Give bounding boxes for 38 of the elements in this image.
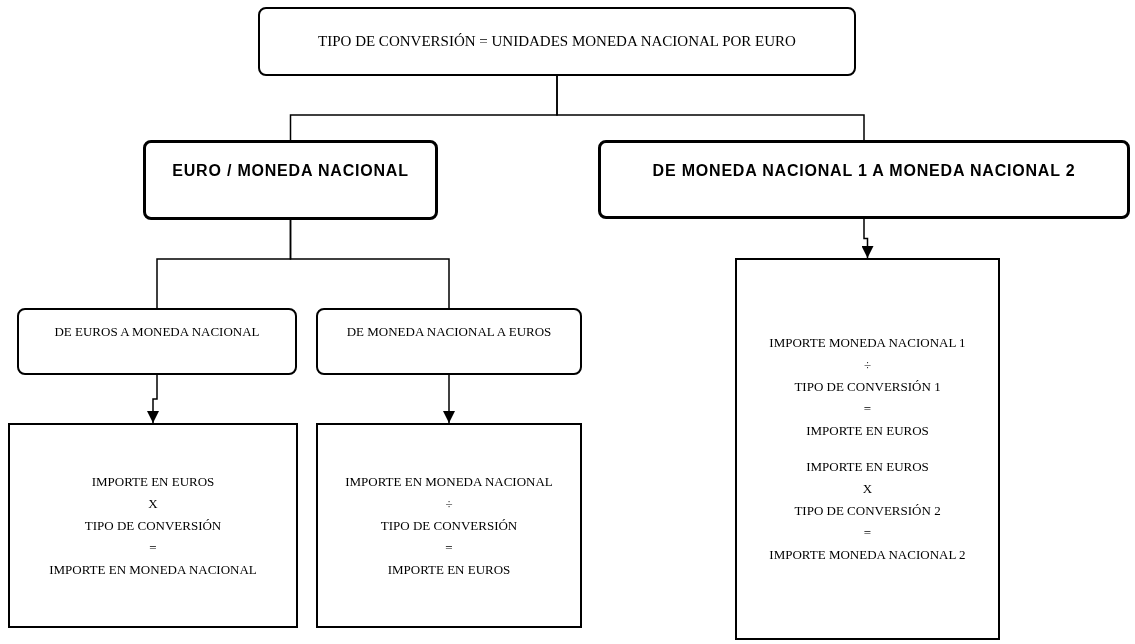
box-text: DE MONEDA NACIONAL 1 A MONEDA NACIONAL 2: [652, 161, 1076, 181]
connector-line: [289, 219, 450, 309]
box-text: =: [863, 524, 872, 542]
box-text: DE MONEDA NACIONAL A EUROS: [346, 323, 552, 341]
formula-box: [316, 423, 582, 628]
box-text: IMPORTE EN MONEDA NACIONAL: [49, 560, 257, 579]
box-text: IMPORTE EN EUROS: [806, 458, 929, 476]
box-text: X: [148, 494, 158, 513]
connector-line: [556, 75, 865, 141]
process-box: [258, 7, 856, 76]
formula-box: [735, 258, 1000, 640]
box-text: IMPORTE EN MONEDA NACIONAL: [345, 472, 553, 491]
box-text: IMPORTE EN EUROS: [91, 472, 215, 491]
box-text: =: [445, 538, 453, 557]
box-text: IMPORTE MONEDA NACIONAL 1: [769, 334, 966, 352]
box-text: DE EUROS A MONEDA NACIONAL: [54, 323, 260, 341]
box-text: IMPORTE MONEDA NACIONAL 2: [769, 546, 966, 564]
arrow: [861, 218, 874, 259]
box-text: TIPO DE CONVERSIÓN 1: [794, 378, 941, 396]
box-text: X: [862, 480, 873, 498]
box-text: =: [863, 400, 872, 418]
box-text: TIPO DE CONVERSIÓN: [84, 516, 222, 535]
box-text: TIPO DE CONVERSIÓN 2: [794, 502, 941, 520]
process-box: [316, 308, 582, 375]
box-text: =: [149, 538, 157, 557]
process-box: [598, 140, 1130, 219]
formula-box: [8, 423, 298, 628]
process-box: [17, 308, 297, 375]
box-text: ÷: [445, 494, 453, 513]
process-box: [143, 140, 438, 220]
box-text: EURO / MONEDA NACIONAL: [172, 161, 409, 181]
arrow: [147, 374, 159, 424]
box-text: IMPORTE EN EUROS: [387, 560, 511, 579]
box-text: ÷: [863, 356, 872, 374]
arrow: [443, 374, 455, 424]
box-text: TIPO DE CONVERSIÓN = UNIDADES MONEDA NACIONAL POR EURO: [318, 32, 796, 52]
box-text: IMPORTE EN EUROS: [806, 422, 929, 440]
box-text: TIPO DE CONVERSIÓN: [380, 516, 518, 535]
